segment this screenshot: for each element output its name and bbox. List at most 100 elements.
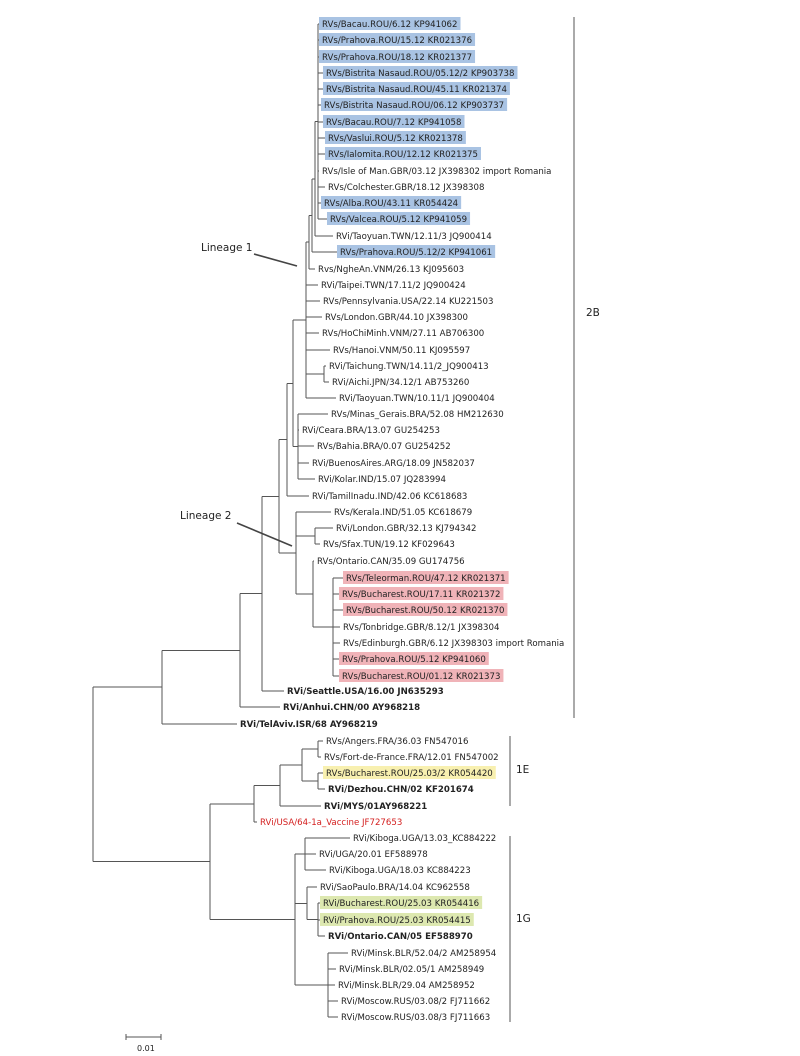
leaf-label: RVs/Prahova.ROU/5.12 KP941060: [342, 655, 486, 665]
leaf-label: RVs/Fort-de-France.FRA/12.01 FN547002: [324, 753, 499, 763]
leaf-label: RVs/Bucharest.ROU/17.11 KR021372: [342, 590, 500, 600]
lineage-label-1: Lineage 1: [201, 242, 252, 254]
scale-bar-label: 0.01: [137, 1044, 155, 1053]
leaf-label: RVs/Ialomita.ROU/12.12 KR021375: [328, 150, 478, 160]
leaf-label: RVs/Prahova.ROU/5.12/2 KP941061: [340, 248, 492, 258]
leaf-highlight-pink: [343, 603, 508, 616]
scale-bar: 0.01: [125, 1034, 162, 1053]
leaf-label: Rvs/NgheAn.VNM/26.13 KJ095603: [318, 265, 464, 275]
leaf-label: RVs/Valcea.ROU/5.12 KP941059: [330, 215, 467, 225]
leaf-label: RVs/Bacau.ROU/6.12 KP941062: [322, 20, 458, 30]
leaf-label: RVi/SaoPaulo.BRA/14.04 KC962558: [320, 883, 470, 893]
leaf-highlight-blue: [337, 245, 496, 258]
leaf-label: RVs/Isle of Man.GBR/03.12 JX398302 impor…: [322, 167, 551, 177]
leaf-label: RVi/Ceara.BRA/13.07 GU254253: [302, 426, 440, 436]
leaf-label: RVs/Bahia.BRA/0.07 GU254252: [317, 442, 451, 452]
leaf-label: RVs/Vaslui.ROU/5.12 KR021378: [328, 134, 463, 144]
leaf-highlight-pink: [339, 669, 504, 682]
highlight-layer: [319, 17, 518, 926]
leaf-label: RVi/TelAviv.ISR/68 AY968219: [240, 720, 378, 730]
leaf-label: RVs/Bistrita Nasaud.ROU/05.12/2 KP903738: [326, 69, 514, 79]
leaf-highlight-pink: [339, 587, 504, 600]
leaf-highlight-pink: [339, 652, 489, 665]
clade-bracket-1e: 1E: [509, 736, 529, 806]
leaf-highlight-pink: [343, 571, 509, 584]
leaf-label: RVi/Taipei.TWN/17.11/2 JQ900424: [321, 281, 466, 291]
leaf-label: RVs/Sfax.TUN/19.12 KF029643: [323, 540, 455, 550]
leaf-label: RVs/Edinburgh.GBR/6.12 JX398303 import R…: [343, 639, 564, 649]
leaf-highlight-green: [320, 913, 474, 926]
leaf-label: RVi/Ontario.CAN/05 EF588970: [328, 932, 473, 942]
lineage-2-pointer: [236, 522, 293, 547]
leaf-label: RVs/Bucharest.ROU/25.03/2 KR054420: [326, 769, 493, 779]
branch-layer: [92, 23, 350, 1018]
leaf-label: RVi/Taichung.TWN/14.11/2_JQ900413: [329, 362, 489, 372]
lineage-2-annotation: Lineage 2: [180, 510, 293, 547]
leaf-label: RVs/Kerala.IND/51.05 KC618679: [334, 508, 472, 518]
leaf-highlight-blue: [319, 50, 476, 63]
leaf-label: RVi/Moscow.RUS/03.08/2 FJ711662: [341, 997, 490, 1007]
leaf-label: RVs/Bucharest.ROU/50.12 KR021370: [346, 606, 504, 616]
leaf-label: RVi/Taoyuan.TWN/10.11/1 JQ900404: [339, 394, 495, 404]
leaf-label: RVs/Pennsylvania.USA/22.14 KU221503: [323, 297, 493, 307]
leaf-label: RVi/Minsk.BLR/52.04/2 AM258954: [351, 949, 496, 959]
lineage-1-pointer: [253, 253, 298, 267]
clade-bracket-1g: 1G: [509, 836, 531, 1022]
leaf-label: RVi/Kiboga.UGA/18.03 KC884223: [329, 866, 471, 876]
leaf-label: RVi/London.GBR/32.13 KJ794342: [336, 524, 476, 534]
leaf-label: RVs/Prahova.ROU/18.12 KR021377: [322, 53, 472, 63]
leaf-label: RVs/Colchester.GBR/18.12 JX398308: [328, 183, 484, 193]
leaf-highlight-green: [320, 896, 483, 909]
leaf-label: RVs/Bucharest.ROU/01.12 KR021373: [342, 672, 500, 682]
leaf-label: RVi/Bucharest.ROU/25.03 KR054416: [323, 899, 479, 909]
clade-label-2b: 2B: [586, 307, 600, 319]
leaf-label: RVi/USA/64-1a_Vaccine JF727653: [260, 818, 402, 828]
clade-label-1g: 1G: [516, 913, 531, 925]
leaf-label: RVs/Alba.ROU/43.11 KR054424: [324, 199, 458, 209]
leaf-label: RVi/Dezhou.CHN/02 KF201674: [328, 785, 474, 795]
leaf-highlight-blue: [323, 66, 518, 79]
leaf-highlight-blue: [319, 33, 476, 46]
leaf-label: RVs/Angers.FRA/36.03 FN547016: [326, 737, 468, 747]
leaf-highlight-blue: [325, 147, 481, 160]
leaf-label-layer: RVs/Bacau.ROU/6.12 KP941062RVs/Prahova.R…: [240, 20, 564, 1023]
leaf-label: RVi/Aichi.JPN/34.12/1 AB753260: [332, 378, 469, 388]
leaf-label: RVs/Minas_Gerais.BRA/52.08 HM212630: [331, 410, 504, 420]
leaf-label: RVs/Ontario.CAN/35.09 GU174756: [317, 557, 465, 567]
leaf-label: RVi/Prahova.ROU/25.03 KR054415: [323, 916, 471, 926]
lineage-1-annotation: Lineage 1: [201, 242, 298, 267]
leaf-highlight-blue: [321, 196, 462, 209]
leaf-label: RVi/Minsk.BLR/29.04 AM258952: [338, 981, 475, 991]
leaf-highlight-blue: [319, 17, 461, 30]
leaf-label: RVs/Bistrita Nasaud.ROU/06.12 KP903737: [324, 101, 504, 111]
leaf-label: RVs/Bacau.ROU/7.12 KP941058: [326, 118, 462, 128]
leaf-label: RVi/Taoyuan.TWN/12.11/3 JQ900414: [336, 232, 492, 242]
leaf-highlight-blue: [325, 131, 466, 144]
leaf-label: RVs/HoChiMinh.VNM/27.11 AB706300: [322, 329, 484, 339]
lineage-label-2: Lineage 2: [180, 510, 231, 522]
leaf-label: RVi/Moscow.RUS/03.08/3 FJ711663: [341, 1013, 490, 1023]
leaf-label: RVi/MYS/01AY968221: [324, 802, 427, 812]
leaf-label: RVs/Bistrita Nasaud.ROU/45.11 KR021374: [326, 85, 507, 95]
leaf-label: RVi/Anhui.CHN/00 AY968218: [283, 703, 420, 713]
leaf-highlight-blue: [323, 82, 510, 95]
leaf-highlight-yellow: [323, 766, 496, 779]
leaf-label: RVi/UGA/20.01 EF588978: [319, 850, 428, 860]
leaf-label: RVs/Prahova.ROU/15.12 KR021376: [322, 36, 472, 46]
leaf-label: RVs/London.GBR/44.10 JX398300: [325, 313, 468, 323]
leaf-label: RVs/Hanoi.VNM/50.11 KJ095597: [333, 346, 470, 356]
leaf-label: RVi/Kolar.IND/15.07 JQ283994: [318, 475, 446, 485]
leaf-label: RVi/Seattle.USA/16.00 JN635293: [287, 687, 444, 697]
leaf-label: RVi/TamilInadu.IND/42.06 KC618683: [312, 492, 467, 502]
leaf-label: RVs/Teleorman.ROU/47.12 KR021371: [346, 574, 506, 584]
leaf-label: RVi/BuenosAires.ARG/18.09 JN582037: [312, 459, 475, 469]
leaf-label: RVi/Minsk.BLR/02.05/1 AM258949: [339, 965, 484, 975]
leaf-highlight-blue: [321, 98, 508, 111]
leaf-highlight-blue: [323, 115, 465, 128]
leaf-highlight-blue: [327, 212, 471, 225]
leaf-label: RVs/Tonbridge.GBR/8.12/1 JX398304: [343, 623, 499, 633]
clade-label-1e: 1E: [516, 764, 529, 776]
leaf-label: RVi/Kiboga.UGA/13.03_KC884222: [353, 834, 496, 844]
clade-bracket-2b: 2B: [573, 17, 600, 718]
